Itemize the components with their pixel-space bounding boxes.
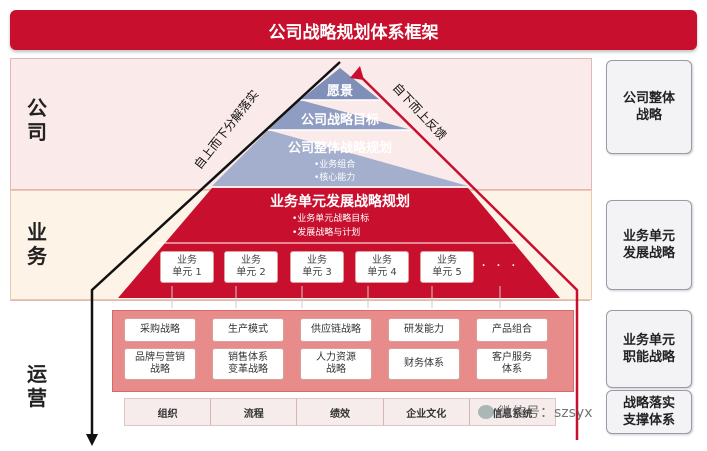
business-unit-1: 业务 单元 1 (160, 251, 214, 283)
function-customer-service: 客户服务 体系 (476, 348, 548, 380)
bu-bullet-2: •发展战略与计划 (292, 226, 360, 238)
bottom-up-arrow (355, 71, 579, 440)
pyramid-vision: 愿景 (327, 84, 353, 99)
function-supply-chain: 供应链战略 (300, 318, 372, 342)
function-finance: 财务体系 (388, 348, 460, 380)
function-brand-marketing: 品牌与营销 战略 (124, 348, 196, 380)
pyramid-goal-layer (268, 100, 412, 130)
bu-bullet-1: •业务单元战略目标 (292, 212, 369, 224)
business-unit-3: 业务 单元 3 (290, 251, 344, 283)
pyramid-vision-layer (300, 68, 380, 100)
right-label-corporate-strategy: 公司整体 战略 (606, 60, 692, 154)
watermark-text: 微信号：szsyx (498, 405, 593, 421)
function-product-portfolio: 产品组合 (476, 318, 548, 342)
section-label-operations: 运 营 (27, 362, 47, 410)
pyramid-goal: 公司战略目标 (301, 112, 379, 128)
function-procurement: 采购战略 (124, 318, 196, 342)
support-information-system: 信息系统 (492, 408, 533, 420)
overall-bullet-2: •核心能力 (314, 171, 355, 183)
support-performance: 绩效 (297, 399, 384, 425)
function-production: 生产模式 (212, 318, 284, 342)
pyramid-bu-plan: 业务单元发展战略规划 (270, 193, 410, 210)
right-label-bu-development: 业务单元 发展战略 (606, 200, 692, 290)
pyramid-overall-plan: 公司整体战略规划 (288, 140, 392, 156)
top-down-arrow (90, 61, 341, 440)
business-unit-more: · · · (481, 258, 519, 274)
function-sales-system: 销售体系 变革战略 (212, 348, 284, 380)
section-label-company: 公 司 (27, 96, 47, 144)
support-organization: 组织 (125, 399, 212, 425)
function-hr: 人力资源 战略 (300, 348, 372, 380)
overall-bullet-1: •业务组合 (314, 158, 355, 170)
support-culture: 企业文化 (384, 399, 470, 425)
diagram-title: 公司战略规划体系框架 (10, 10, 697, 50)
right-label-bu-functional: 业务单元 职能战略 (606, 310, 692, 388)
wechat-icon (478, 405, 494, 419)
business-unit-4: 业务 单元 4 (355, 251, 409, 283)
business-unit-2: 业务 单元 2 (224, 251, 278, 283)
pyramid-overall-plan-layer (212, 130, 468, 186)
section-label-business: 业 务 (27, 220, 47, 268)
support-process: 流程 (211, 399, 298, 425)
watermark: 微信号：szsyx (478, 402, 593, 422)
function-rnd: 研发能力 (388, 318, 460, 342)
right-label-support-system: 战略落实 支撑体系 (606, 390, 692, 434)
business-unit-5: 业务 单元 5 (420, 251, 474, 283)
